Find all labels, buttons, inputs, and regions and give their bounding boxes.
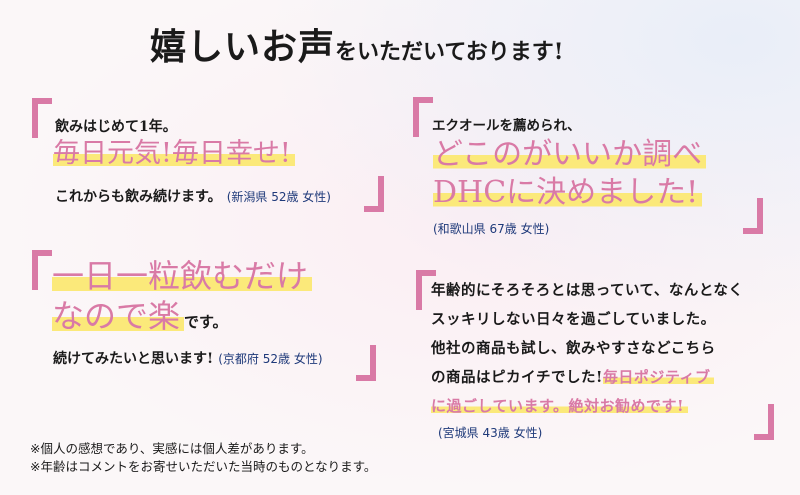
testimonial-body: 年齢的にそろそろとは思っていて、なんとなく スッキリしない日々を過ごしていました… <box>431 282 744 415</box>
open-bracket-icon <box>32 98 52 138</box>
open-bracket-icon <box>413 97 433 137</box>
close-bracket-icon <box>356 345 376 381</box>
page-title: 嬉しいお声をいただいております! <box>150 18 563 70</box>
open-bracket-icon <box>32 250 52 290</box>
title-emphasis: 嬉しいお声 <box>150 26 336 68</box>
highlight-suffix: です。 <box>184 313 228 331</box>
disclaimer-note: ※年齢はコメントをお寄せいただいた当時のものとなります。 <box>30 459 377 474</box>
close-bracket-icon <box>364 176 384 212</box>
testimonial-attribution: (宮城県 43歳 女性) <box>438 426 543 440</box>
testimonial-highlight: 一日一粒飲むだけ なので楽です。 <box>52 256 313 342</box>
testimonial-body-line: 続けてみたいと思います! (京都府 52歳 女性) <box>53 351 323 367</box>
testimonial-attribution: (新潟県 52歳 女性) <box>226 190 331 204</box>
testimonial-highlight: に過ごしています。絶対お勧めです! <box>431 397 689 415</box>
disclaimer-note: ※個人の感想であり、実感には個人差があります。 <box>30 441 314 456</box>
testimonial-highlight: どこのがいいか調べ DHCに決めました! <box>433 136 707 212</box>
disclaimer-notes: ※個人の感想であり、実感には個人差があります。 ※年齢はコメントをお寄せいただい… <box>30 440 376 476</box>
testimonial-body-line: これからも飲み続けます。 (新潟県 52歳 女性) <box>55 189 331 205</box>
testimonial-attribution: (和歌山県 67歳 女性) <box>433 222 550 236</box>
testimonial-highlight: 毎日元気!毎日幸せ! <box>53 138 295 169</box>
close-bracket-icon <box>754 404 774 440</box>
open-bracket-icon <box>416 270 436 310</box>
testimonial-highlight: 毎日ポジティブ <box>602 368 715 386</box>
testimonial-intro: 飲みはじめて1年。 <box>55 119 177 135</box>
title-rest: をいただいております! <box>335 39 564 65</box>
close-bracket-icon <box>743 198 763 234</box>
testimonial-intro: エクオールを薦められ、 <box>432 118 581 134</box>
testimonial-attribution: (京都府 52歳 女性) <box>218 352 323 366</box>
